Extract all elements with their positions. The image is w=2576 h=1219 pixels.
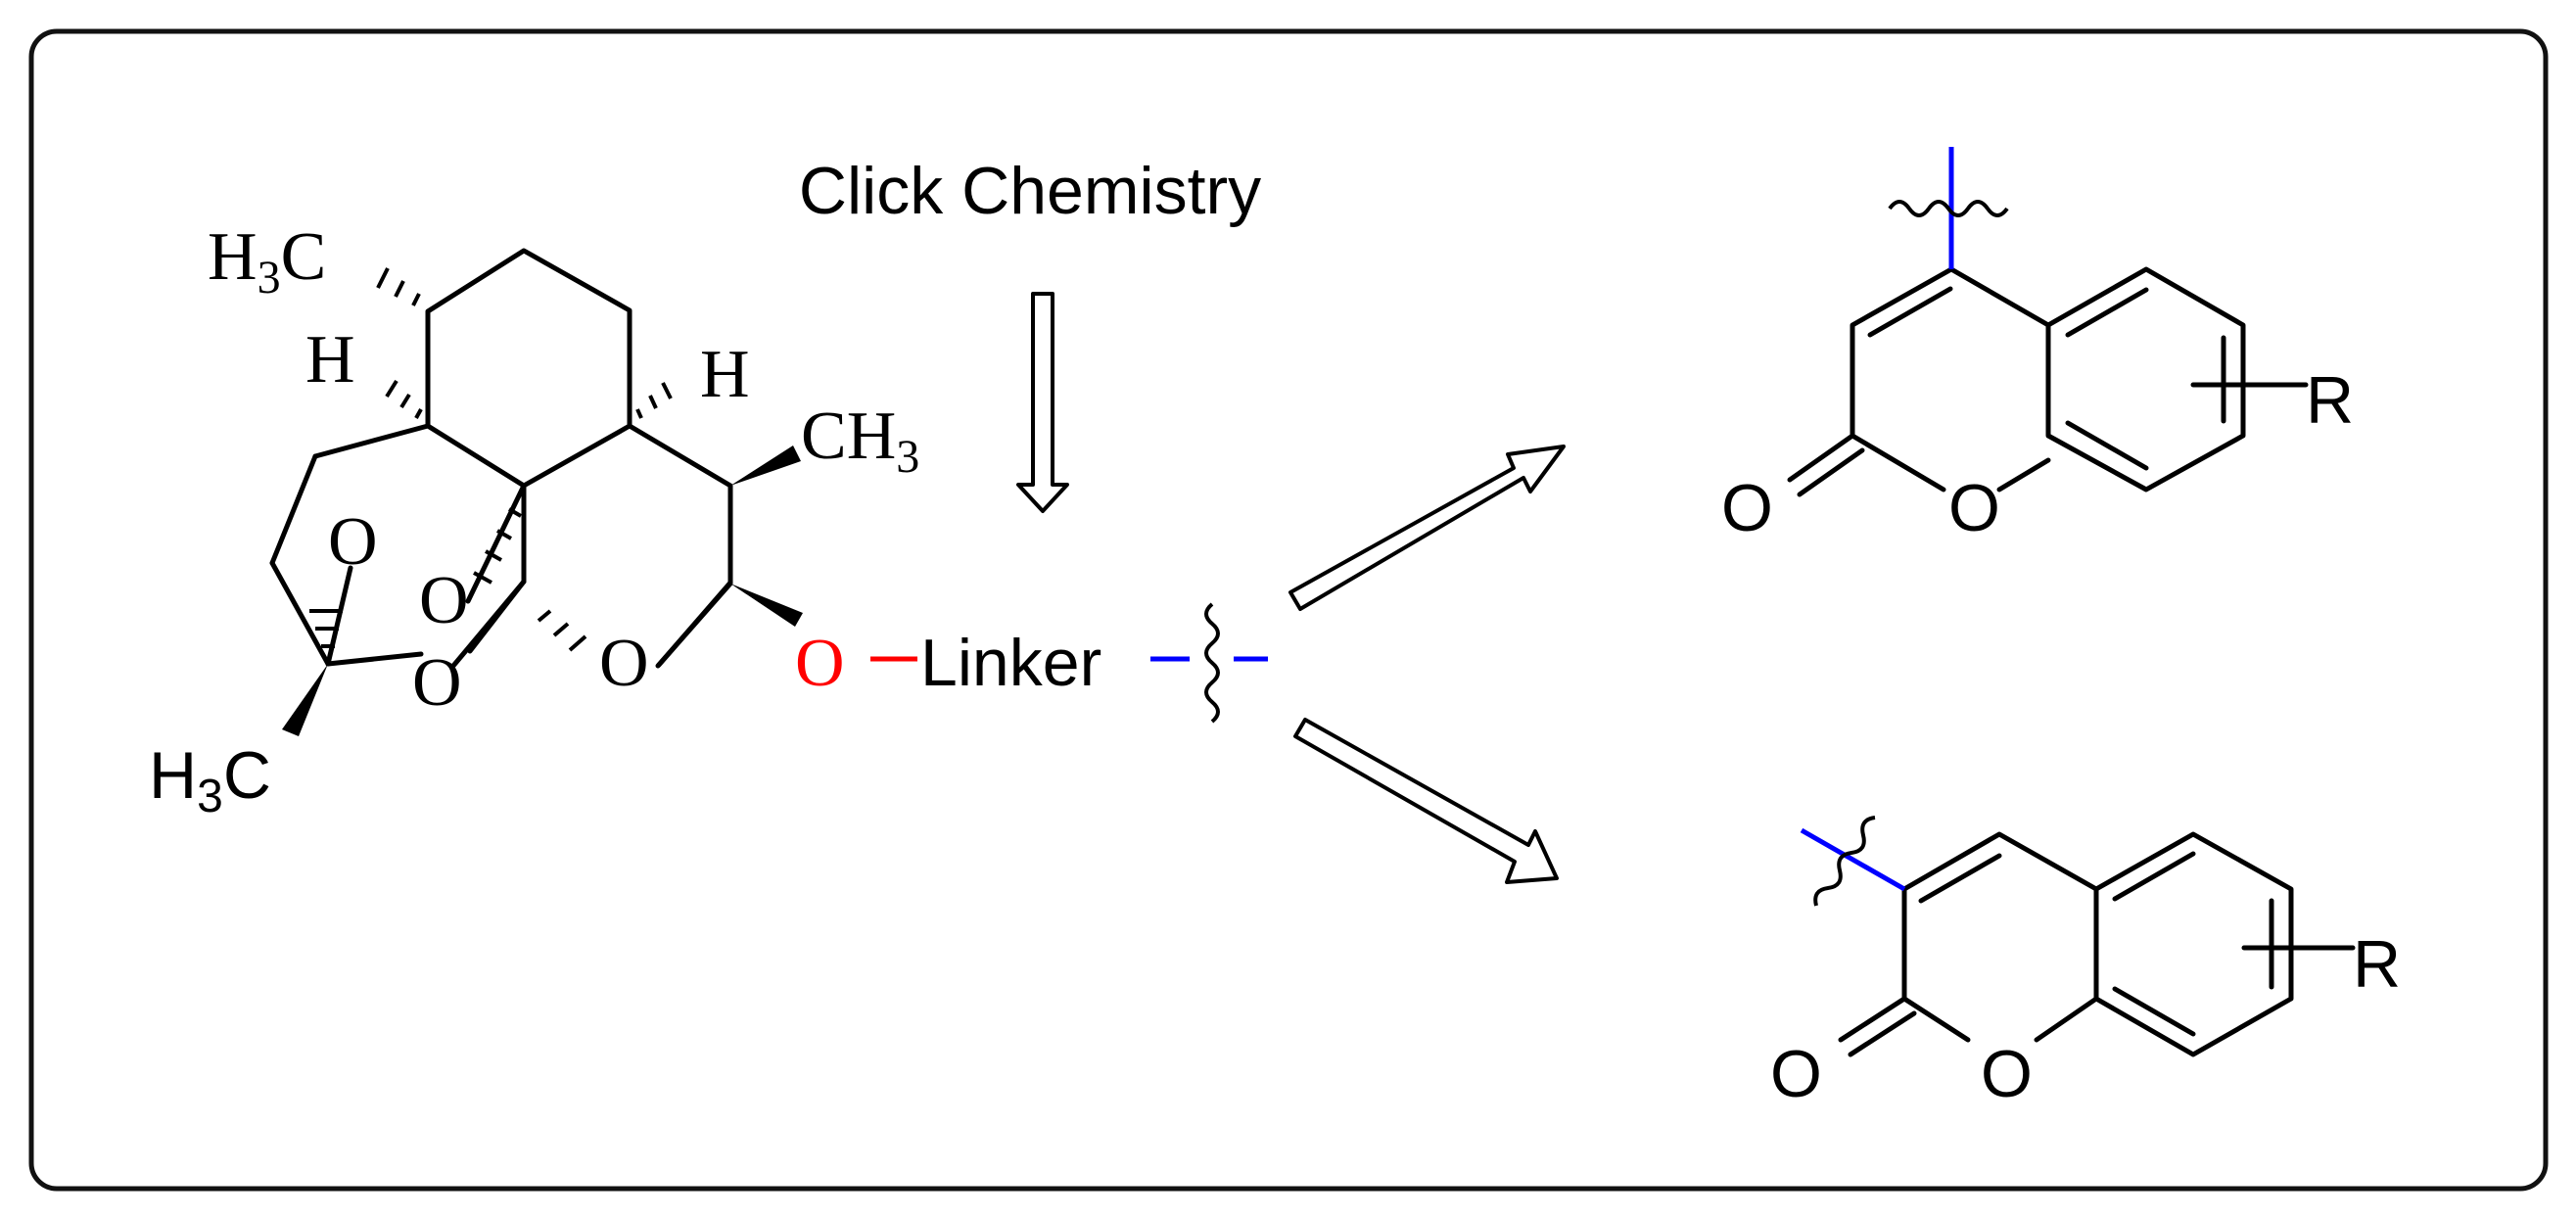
benzene-double-1: [2065, 287, 2149, 338]
down-right-hollow-arrow: [1293, 718, 1559, 884]
carbonyl-bond-b: [1848, 1010, 1917, 1057]
pyranone-ring-left: [1850, 266, 1954, 492]
frame: [28, 28, 2549, 1192]
ring-o-label: O: [1981, 1037, 2033, 1111]
ring-bond-c: [269, 560, 331, 667]
linker-label: Linker: [920, 626, 1101, 700]
cyclohexane-ring: [425, 248, 632, 489]
attachment-bond: [1800, 827, 1906, 892]
methyl-right-ch: CH: [801, 399, 896, 474]
bridge-bond-o: [325, 651, 424, 667]
methyl-bottom-c: C: [223, 738, 271, 813]
wavy-bond-icon: [1888, 200, 2009, 217]
h-label-left: H: [305, 322, 355, 398]
peroxide-bond-a: [325, 565, 353, 667]
svg-text:CH3: CH3: [801, 399, 919, 483]
c3c4-double-bond: [1867, 286, 1953, 338]
carbonyl-bond-a: [1787, 433, 1855, 483]
benzene-ring: [2045, 266, 2246, 492]
svg-text:H3C: H3C: [149, 738, 271, 822]
hash-bond-peroxide: [473, 507, 523, 585]
coumarin-4-substituted: O O R: [1721, 147, 2354, 545]
methyl-top-subscript: 3: [258, 252, 281, 304]
ether-o: O: [795, 626, 845, 701]
wedge-bond-right-methyl: [730, 445, 801, 486]
wavy-bond-icon: [1813, 816, 1876, 907]
r-label: R: [2306, 363, 2354, 438]
scheme-title: Click Chemistry: [799, 154, 1261, 228]
down-hollow-arrow: [1016, 292, 1069, 513]
ring-o-label: O: [1948, 471, 2000, 545]
wedge-bond-ether: [730, 584, 803, 627]
methyl-top-h: H: [208, 219, 258, 295]
methyl-bottom-subscript: 3: [197, 771, 223, 822]
benzene-double-3: [2112, 986, 2196, 1037]
hash-bond-left-h: [385, 379, 423, 419]
hash-bond-anomeric: [537, 609, 587, 652]
ring-o: O: [599, 626, 649, 701]
bridge-o: O: [412, 645, 462, 721]
benzene-double-1: [2112, 851, 2196, 902]
carbonyl-bond-b: [1797, 447, 1865, 497]
methyl-right-subscript: 3: [896, 431, 919, 483]
artemisinin-structure: H3C H H CH3 H3C O O O O O Linker: [149, 219, 1268, 822]
ketal-bond: [450, 579, 527, 669]
hash-bond-top-methyl: [376, 267, 421, 306]
ring-o-bond: [655, 581, 733, 669]
ring-o-bond: [1996, 457, 2051, 492]
bridge-bond-b: [465, 483, 527, 604]
svg-text:H3C: H3C: [208, 219, 326, 304]
methyl-top-c: C: [281, 219, 327, 295]
ring-bond-b: [269, 453, 318, 566]
up-right-hollow-arrow: [1288, 445, 1566, 611]
wedge-bond-bottom-methyl: [282, 664, 328, 736]
carbonyl-o-label: O: [1770, 1037, 1822, 1111]
h-label-right: H: [700, 337, 750, 412]
c3c4-double-bond: [1918, 853, 2002, 904]
ring-o-bond: [2034, 996, 2099, 1043]
c4c4a-bond: [1948, 266, 2051, 328]
hash-bond-right-h: [635, 382, 673, 419]
carbonyl-bond-a: [1838, 996, 1907, 1043]
peroxide-o2: O: [419, 563, 469, 638]
r-label: R: [2353, 927, 2401, 1002]
wavy-bond-icon: [1204, 602, 1220, 724]
carbonyl-o-label: O: [1721, 471, 1773, 545]
coumarin-3-substituted: O O R: [1770, 816, 2401, 1111]
pyranone-ring-top: [1901, 831, 2099, 892]
benzene-double-3: [2065, 420, 2149, 471]
ring-bond-a: [312, 423, 431, 459]
peroxide-o1: O: [328, 504, 378, 580]
methyl-bottom-h: H: [149, 738, 197, 813]
benzene-ring: [2093, 831, 2294, 1057]
c2-o-bond: [1901, 996, 1971, 1043]
hash-bond-bottom: [309, 609, 343, 648]
